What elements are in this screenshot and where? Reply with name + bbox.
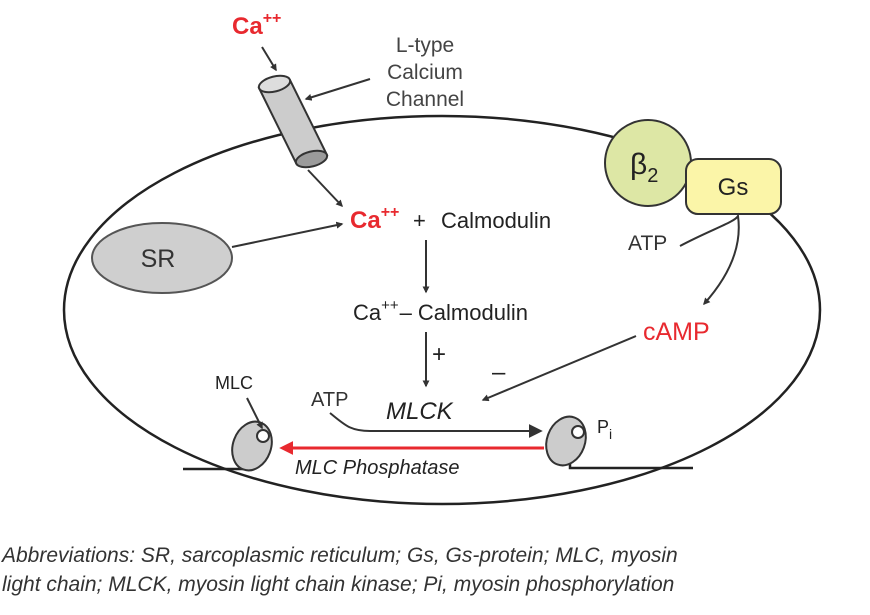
atp-to-camp-arrow: [679, 212, 740, 306]
channel-to-ca-arrow: [307, 169, 343, 208]
mlc-pointer-arrow: [246, 397, 263, 430]
camp-inhibition-arrow: [481, 335, 637, 402]
calmodulin-label: Calmodulin: [441, 208, 551, 233]
ca-entry-arrow: [261, 46, 277, 72]
mlc-label: MLC: [215, 373, 253, 393]
ca-mid-label: Ca++: [350, 204, 399, 234]
phosphatase-label: MLC Phosphatase: [295, 457, 460, 479]
ltype-label-line3: Channel: [386, 88, 464, 111]
ca-plus-sign: +: [413, 208, 426, 233]
caption-line1: Abbreviations: SR, sarcoplasmic reticulu…: [2, 544, 678, 567]
sr-to-ca-arrow: [231, 221, 344, 248]
smooth-muscle-contraction-diagram: Ca++ L-type Calcium Channel SR Ca++ + Ca…: [62, 10, 822, 506]
atp-gs-label: ATP: [628, 232, 667, 255]
beta2-label: β2: [630, 148, 658, 187]
ltype-pointer-arrow: [304, 78, 371, 101]
cell-membrane: [62, 114, 822, 506]
sr-label: SR: [141, 245, 176, 273]
ca-top-label: Ca++: [232, 10, 281, 40]
myosin-right: [545, 415, 693, 470]
complex-label: Ca++–Calmodulin: [353, 297, 528, 325]
abbreviations-caption: Abbreviations: SR, sarcoplasmic reticulu…: [2, 541, 868, 599]
sr-organelle: [91, 222, 233, 294]
gs-label: Gs: [718, 174, 749, 201]
gs-protein: [685, 158, 782, 215]
pi-label: Pi: [597, 417, 612, 442]
ltype-label-line2: Calcium: [387, 61, 463, 84]
l-type-calcium-channel: [257, 74, 329, 169]
beta2-receptor: [604, 119, 692, 207]
inhibition-sign: –: [492, 359, 506, 386]
ltype-label-line1: L-type: [396, 34, 454, 57]
camp-label: cAMP: [643, 318, 710, 346]
mlck-phosphorylation-arrow: [329, 412, 543, 438]
atp-mlck-label: ATP: [311, 389, 348, 411]
mlck-label: MLCK: [386, 398, 454, 425]
activation-sign: +: [432, 341, 446, 368]
caption-line2: light chain; MLCK, myosin light chain ki…: [2, 573, 675, 596]
myosin-left: [183, 420, 273, 472]
